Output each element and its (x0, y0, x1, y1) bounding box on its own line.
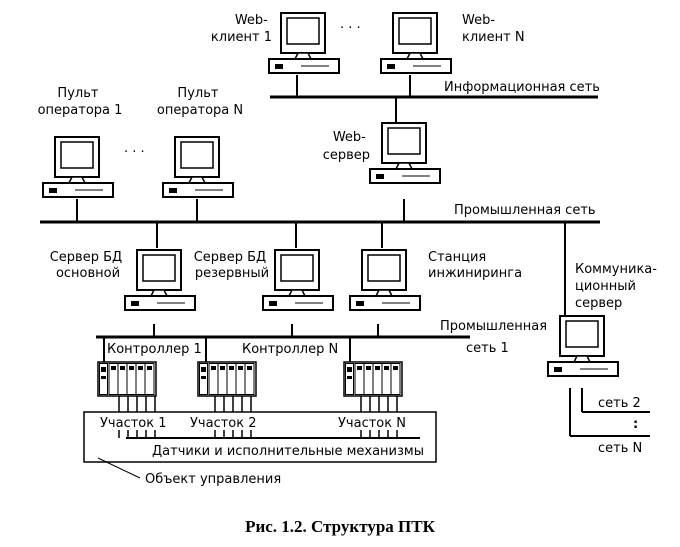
net-n-label: сеть N (598, 441, 642, 456)
industrial-network-label: Промышленная сеть (454, 203, 596, 218)
web-server-computer (369, 122, 441, 184)
web-clients-ellipsis: · · · (340, 21, 361, 36)
operator-1-label: Пульт оператора 1 (38, 86, 123, 118)
controller-n-device (343, 361, 403, 397)
engineering-station-computer (349, 249, 421, 311)
section-1-label: Участок 1 (100, 416, 167, 431)
info-network-label: Информационная сеть (444, 80, 600, 95)
controller-1-device (97, 361, 157, 397)
operators-ellipsis: · · · (124, 145, 145, 160)
db-reserve-label: Сервер БД резервный (194, 250, 271, 281)
web-server-label: Web- сервер (323, 130, 370, 163)
db-main-server-computer (124, 249, 196, 311)
operator-1-computer (42, 136, 114, 198)
figure-caption: Рис. 1.2. Структура ПТК (245, 517, 436, 536)
section-n-label: Участок N (338, 416, 406, 431)
operator-n-computer (162, 136, 234, 198)
comm-server-computer (547, 315, 619, 377)
control-object-box (83, 411, 437, 463)
db-main-label: Сервер БД основной (50, 250, 127, 281)
web-client-1-computer (268, 12, 340, 74)
industrial-network-1-label: Промышленная сеть 1 (440, 319, 551, 356)
web-client-1-label: Web- клиент 1 (211, 13, 272, 45)
section-2-label: Участок 2 (190, 416, 257, 431)
engineering-station-label: Станция инжиниринга (428, 250, 522, 281)
db-reserve-server-computer (262, 249, 334, 311)
network-lines (40, 75, 650, 438)
controller-n-label: Контроллер N (242, 342, 338, 357)
sensors-label: Датчики и исполнительные механизмы (152, 444, 424, 459)
controller-1-label: Контроллер 1 (107, 342, 202, 357)
net-n-ellipsis: : (633, 417, 638, 432)
controller-2-device (197, 361, 257, 397)
control-object-label: Объект управления (145, 472, 281, 487)
web-client-n-label: Web- клиент N (462, 13, 525, 45)
comm-server-label: Коммуника- ционный сервер (575, 262, 661, 311)
web-client-n-computer (380, 12, 452, 74)
operator-n-label: Пульт оператора N (157, 86, 243, 118)
net-2-label: сеть 2 (598, 396, 641, 411)
